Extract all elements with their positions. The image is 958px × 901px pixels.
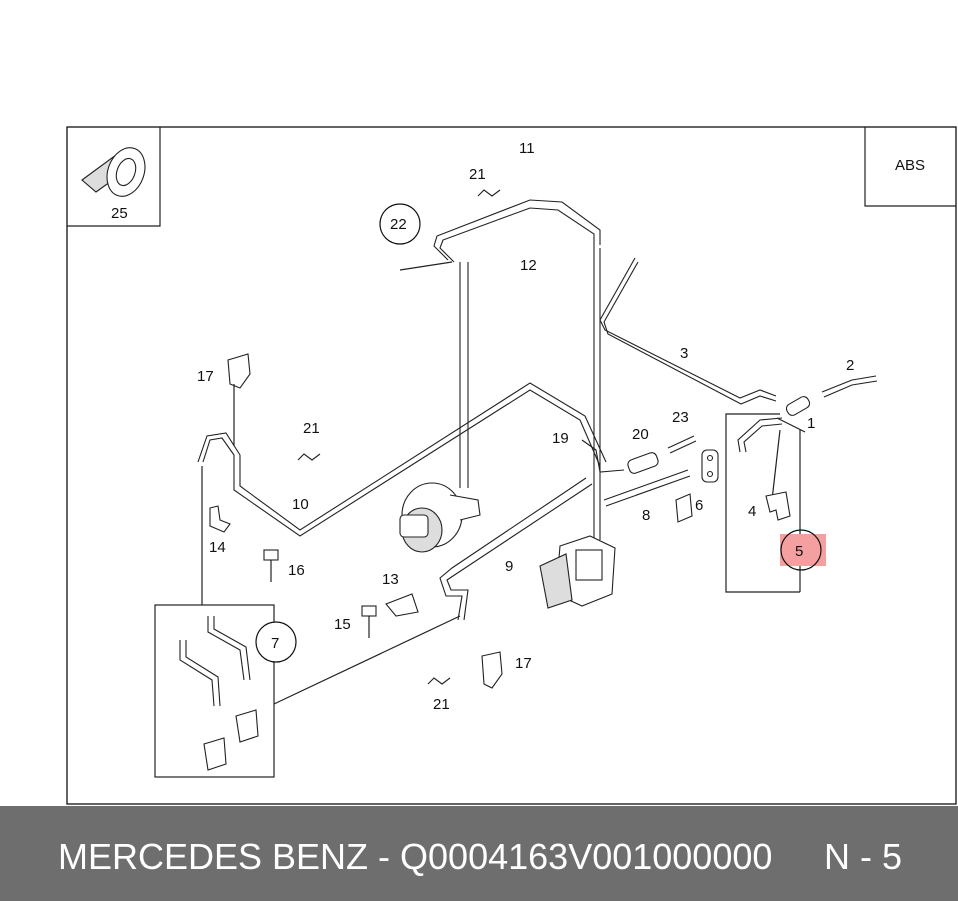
footer-part-number: MERCEDES BENZ - Q0004163V001000000	[58, 836, 773, 877]
diagram-frame	[66, 126, 957, 805]
callout-13: 13	[382, 571, 399, 588]
clip-17-bottom-icon	[481, 651, 503, 689]
callout-2: 2	[846, 357, 854, 374]
clip-21-mid-icon	[297, 453, 321, 461]
clip-21-bottom-icon	[427, 677, 451, 685]
detail-box-7	[154, 466, 461, 778]
tape-roll-icon	[81, 147, 146, 197]
pipe-19	[581, 439, 625, 473]
callout-11: 11	[519, 140, 535, 157]
pipe-1	[737, 396, 811, 453]
callout-8: 8	[642, 507, 650, 524]
callout-20: 20	[632, 426, 649, 443]
pipe-9	[439, 477, 593, 621]
callout-12: 12	[520, 257, 537, 274]
callout-17-bottom: 17	[515, 655, 532, 672]
callout-5-circle	[780, 529, 822, 571]
inset-label: 25	[111, 205, 128, 222]
clamp-icon	[701, 449, 719, 483]
callout-4: 4	[748, 503, 756, 520]
callout-16: 16	[288, 562, 305, 579]
callout-19: 19	[552, 430, 569, 447]
bolt-15-icon	[361, 605, 377, 638]
clip-21-top-icon	[477, 189, 501, 197]
clip-17-top-icon	[227, 353, 251, 446]
footer-page-label: N - 5	[823, 836, 902, 877]
abs-unit-icon	[539, 535, 616, 609]
sleeve-23	[667, 435, 695, 449]
callout-21-bottom: 21	[433, 696, 450, 713]
clip-4-icon	[765, 491, 791, 521]
callout-23: 23	[672, 409, 689, 426]
callout-1: 1	[807, 415, 815, 432]
callout-15: 15	[334, 616, 351, 633]
callout-10: 10	[292, 496, 309, 513]
abs-box: ABS	[864, 127, 956, 207]
footer-bar: MERCEDES BENZ - Q0004163V001000000 N - 5	[0, 806, 958, 901]
callout-22-circle	[379, 203, 421, 245]
callout-7-circle	[255, 621, 297, 663]
pipe-10	[197, 382, 607, 537]
parts-diagram: 25 ABS	[66, 126, 957, 805]
callout-22: 22	[390, 216, 407, 233]
inset-tape: 25	[67, 127, 161, 227]
callout-6: 6	[695, 497, 703, 514]
callout-3: 3	[680, 345, 688, 362]
abs-label: ABS	[895, 157, 925, 174]
pipe-8	[603, 469, 689, 501]
callout-17-top: 17	[197, 368, 214, 385]
callout-9: 9	[505, 558, 513, 575]
sleeve-20-icon	[627, 452, 659, 474]
bracket-14-icon	[209, 505, 231, 533]
callout-21-top: 21	[469, 166, 486, 183]
bracket-6-icon	[675, 493, 693, 523]
callout-14: 14	[209, 539, 226, 556]
bracket-13-icon	[385, 593, 419, 617]
callout-7: 7	[271, 635, 279, 652]
pipe-11-12	[399, 199, 601, 540]
brake-booster-icon	[399, 482, 481, 553]
pipe-2	[821, 375, 877, 393]
pipe-3	[599, 257, 777, 399]
bolt-16-icon	[263, 549, 279, 582]
callout-21-mid: 21	[303, 420, 320, 437]
callout-5: 5	[795, 543, 803, 560]
